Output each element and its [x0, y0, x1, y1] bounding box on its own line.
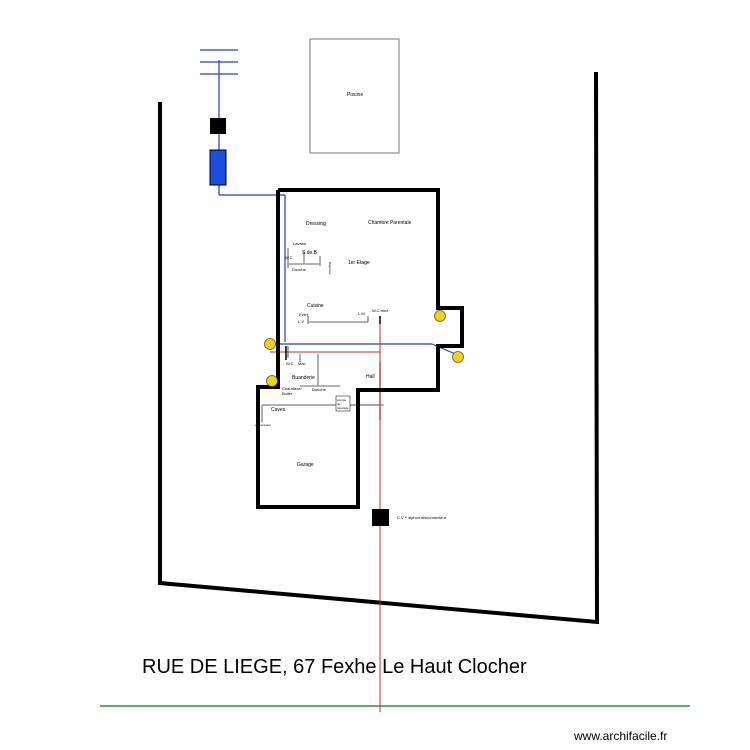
- garage-label: Garage: [297, 462, 314, 468]
- buanderie-label: Buanderie: [292, 375, 315, 381]
- lavabo-label: Lavabo: [293, 241, 307, 246]
- chambre-parentale-label: Chambre Parentale: [368, 220, 412, 226]
- cv-label: C.V + siphon disconnecteur: [397, 515, 447, 520]
- baignoire-label: Baignoire: [328, 262, 332, 275]
- dressing-label: Dressing: [306, 221, 326, 227]
- caves-label: Caves: [271, 407, 286, 413]
- sdb-label: S.de.B: [302, 250, 318, 256]
- premier-etage-label: 1er Etage: [348, 260, 370, 266]
- valve-icon: [210, 118, 226, 134]
- de-label: de: [337, 402, 341, 406]
- wc-bas-label: W.C: [286, 361, 294, 366]
- drain-lines: [261, 248, 384, 422]
- douche-bas-label: Douche: [312, 387, 327, 392]
- house-walls: [256, 188, 464, 509]
- relevage-label: relevage: [337, 406, 349, 410]
- property-boundary: [158, 71, 600, 625]
- evier-label: Evier: [299, 312, 309, 317]
- sewer-line: [270, 320, 381, 712]
- water-supply-line: [218, 60, 461, 357]
- pompe-relevage-box: [335, 395, 351, 412]
- piscine-outline: [309, 38, 400, 154]
- douche-haut-label: Douche: [292, 267, 307, 272]
- inspection-chamber-icon: [372, 509, 389, 526]
- watermark: www.archifacile.fr: [573, 729, 667, 743]
- lm-label: L.M: [358, 311, 365, 316]
- water-meter-icon: [209, 149, 227, 186]
- pompe-label: pompe: [337, 398, 347, 402]
- lv-label: L.V: [298, 319, 304, 324]
- wc-haut-label: W.C: [285, 255, 293, 260]
- chaudiere-label: Chaudière/: [282, 386, 302, 391]
- boiler-label: Boiler: [282, 391, 293, 396]
- piscine-label: Piscine: [347, 92, 363, 98]
- antenna-icon: [200, 49, 238, 75]
- adoucisseur-label: adoucisseur: [255, 423, 271, 427]
- mac-label: Mac: [298, 361, 306, 366]
- wc-mez-label: W.C.mez: [372, 308, 388, 313]
- hall-label: Hall: [366, 374, 375, 380]
- cuisine-label: Cuisine: [307, 303, 324, 309]
- downspout-icon: [264, 310, 464, 387]
- address-label: RUE DE LIEGE, 67 Fexhe Le Haut Clocher: [142, 656, 527, 678]
